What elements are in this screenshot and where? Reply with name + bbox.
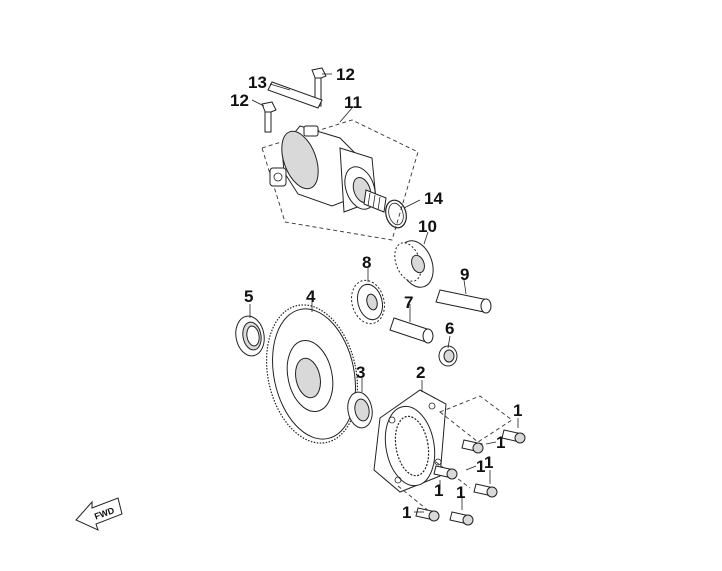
- callout-6: 6: [445, 319, 454, 338]
- starter-driven-gear: [265, 304, 359, 444]
- forward-direction-badge: FWD: [75, 497, 123, 531]
- starter-motor-assembly: [261, 119, 419, 241]
- one-way-clutch-part: [373, 389, 447, 493]
- gear-shaft-long: [435, 289, 489, 313]
- needle-bearing-part: [347, 391, 373, 429]
- starter-bolt-top: [311, 67, 327, 107]
- callout-13: 13: [248, 73, 267, 92]
- starter-bolt-left: [261, 101, 277, 133]
- bushing-part: [438, 345, 458, 367]
- callout-1-g: 1: [402, 503, 411, 522]
- callout-1-a: 1: [513, 401, 522, 420]
- callout-1-f: 1: [456, 483, 465, 502]
- leader-lines: [249, 73, 519, 513]
- ground-plate-part: [267, 81, 323, 109]
- callout-1-d: 1: [484, 453, 493, 472]
- callout-numbers: 13 12 12 11 14 10 9 8 7 6 5 4 3 2 1 1 1 …: [230, 65, 522, 522]
- callout-5: 5: [244, 287, 253, 306]
- reduction-gear-small: [351, 279, 385, 325]
- callout-8: 8: [362, 253, 371, 272]
- callout-7: 7: [404, 293, 413, 312]
- callout-12-left: 12: [230, 91, 249, 110]
- callout-14: 14: [424, 189, 443, 208]
- callout-3: 3: [356, 363, 365, 382]
- clutch-bolts: [397, 395, 526, 526]
- callout-12-top: 12: [336, 65, 355, 84]
- callout-10: 10: [418, 217, 437, 236]
- callout-4: 4: [306, 287, 316, 306]
- o-ring-part: [385, 199, 407, 229]
- callout-1-e: 1: [434, 481, 443, 500]
- callout-1-b: 1: [496, 433, 505, 452]
- oil-seal-part: [235, 315, 265, 357]
- callout-9: 9: [460, 265, 469, 284]
- callout-1-c: 1: [476, 457, 485, 476]
- callout-2: 2: [416, 363, 425, 382]
- reduction-gear-large: [394, 240, 434, 288]
- callout-11: 11: [344, 93, 362, 112]
